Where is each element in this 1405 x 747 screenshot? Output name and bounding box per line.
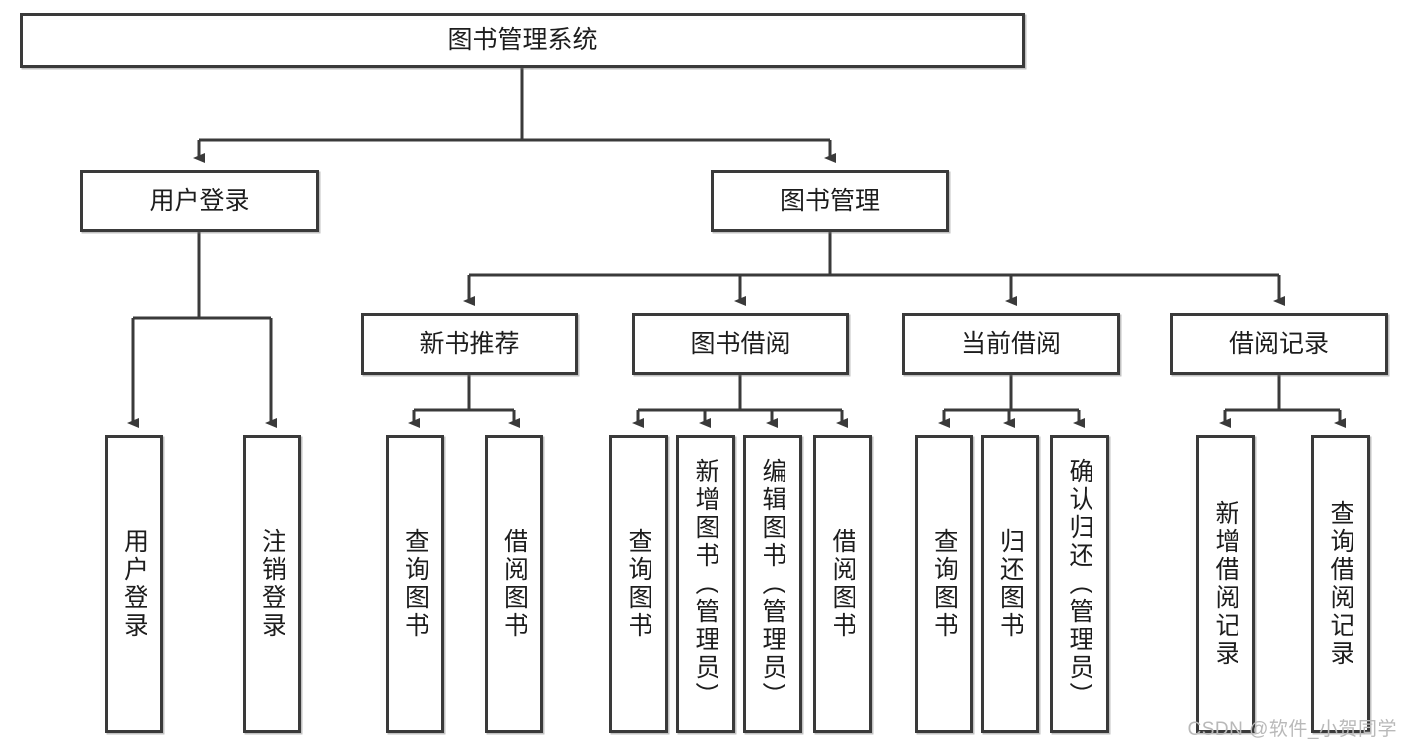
node-user-login[interactable]: 用户登录 (80, 170, 319, 232)
node-label: 新增借阅记录 (1213, 500, 1238, 668)
leaf-query-borrow-record[interactable]: 查询借阅记录 (1311, 435, 1370, 733)
leaf-add-borrow-record[interactable]: 新增借阅记录 (1196, 435, 1255, 733)
leaf-add-book-admin[interactable]: 新增图书（管理员） (676, 435, 735, 733)
leaf-borrow-book-new-recommendation[interactable]: 借阅图书 (485, 435, 543, 733)
node-current-borrow[interactable]: 当前借阅 (902, 313, 1120, 375)
node-book-management[interactable]: 图书管理 (711, 170, 949, 232)
node-label: 借阅图书 (830, 528, 855, 640)
node-label: 用户登录 (121, 528, 147, 640)
node-label: 新增图书（管理员） (693, 458, 718, 710)
node-label: 查询图书 (402, 528, 428, 640)
watermark-text: CSDN @软件_小贺同学 (1187, 719, 1397, 740)
node-label: 图书借阅 (690, 329, 791, 358)
node-label: 确认归还（管理员） (1067, 458, 1092, 710)
node-label: 归还图书 (997, 528, 1023, 640)
leaf-user-login[interactable]: 用户登录 (105, 435, 163, 733)
node-label: 新书推荐 (419, 329, 520, 358)
node-label: 查询图书 (626, 528, 651, 640)
node-label: 用户登录 (149, 186, 250, 215)
node-new-book-recommendation[interactable]: 新书推荐 (361, 313, 578, 375)
node-label: 查询图书 (931, 528, 957, 640)
node-book-borrow[interactable]: 图书借阅 (632, 313, 849, 375)
leaf-edit-book-admin[interactable]: 编辑图书（管理员） (743, 435, 802, 733)
leaf-confirm-return-admin[interactable]: 确认归还（管理员） (1050, 435, 1109, 733)
leaf-logout[interactable]: 注销登录 (243, 435, 301, 733)
node-label: 查询借阅记录 (1328, 500, 1353, 668)
node-label: 图书管理 (779, 186, 880, 215)
node-label: 借阅图书 (501, 528, 527, 640)
node-label: 当前借阅 (960, 329, 1061, 358)
node-label: 编辑图书（管理员） (760, 458, 785, 710)
leaf-query-book-borrow[interactable]: 查询图书 (609, 435, 668, 733)
leaf-query-book-current[interactable]: 查询图书 (915, 435, 973, 733)
leaf-borrow-book[interactable]: 借阅图书 (813, 435, 872, 733)
leaf-query-book-new-recommendation[interactable]: 查询图书 (386, 435, 444, 733)
node-label: 借阅记录 (1228, 329, 1329, 358)
node-label: 注销登录 (259, 528, 285, 640)
node-label: 图书管理系统 (447, 26, 598, 55)
node-borrow-record[interactable]: 借阅记录 (1170, 313, 1388, 375)
leaf-return-book[interactable]: 归还图书 (981, 435, 1039, 733)
node-root-book-management-system[interactable]: 图书管理系统 (20, 13, 1025, 68)
